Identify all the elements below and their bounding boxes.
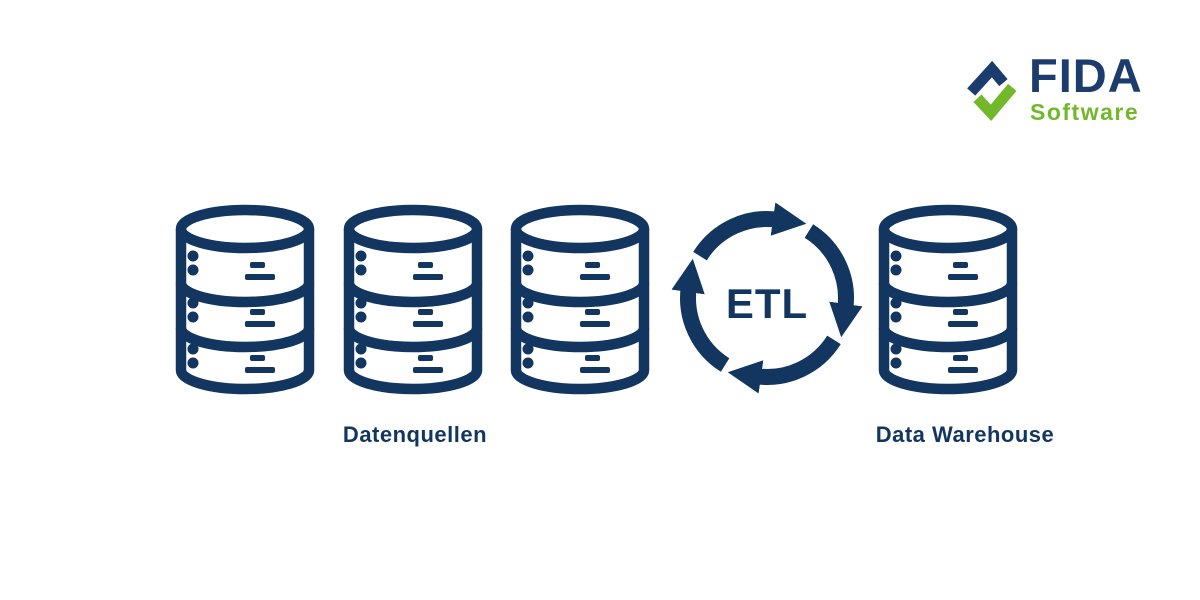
warehouse-caption: Data Warehouse — [875, 422, 1055, 447]
logo-brand-text: FIDA — [1029, 49, 1143, 102]
source-database-icon — [510, 200, 650, 400]
etl-label: ETL — [725, 280, 809, 327]
logo-check-diamond-icon — [967, 60, 1017, 122]
sources-caption: Datenquellen — [342, 422, 488, 447]
etl-cycle: ETL — [667, 198, 867, 398]
logo-subtitle-text: Software — [1030, 99, 1140, 125]
source-database-icon — [175, 200, 315, 400]
warehouse-database-icon — [878, 200, 1018, 400]
cycle-arrows-icon — [671, 202, 863, 394]
source-database-icon — [343, 200, 483, 400]
